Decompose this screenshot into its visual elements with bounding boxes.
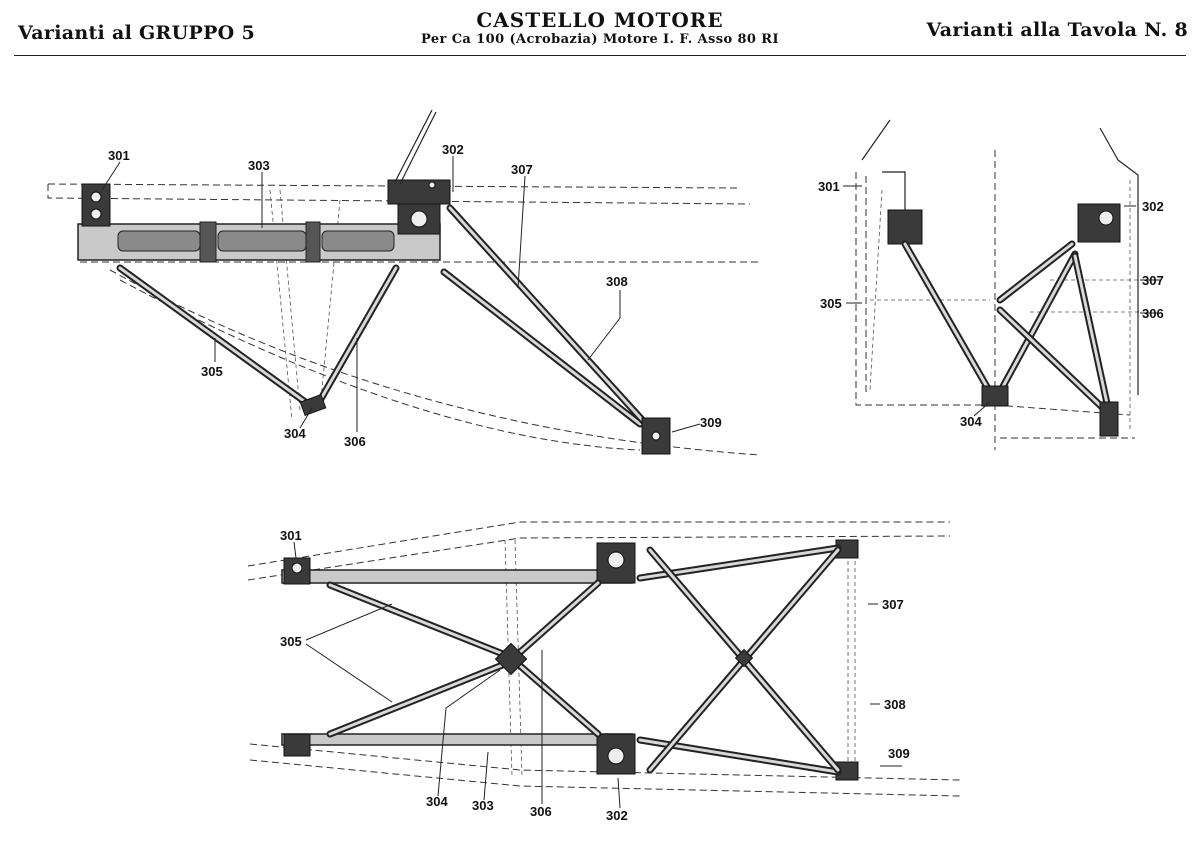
side-label-301: 301 [108, 148, 130, 163]
front-label-306: 306 [1142, 306, 1164, 321]
top-label-303: 303 [472, 798, 494, 813]
front-joint-304 [981, 385, 1009, 407]
top-label-308: 308 [884, 697, 906, 712]
front-fitting-302 [1077, 203, 1121, 243]
side-label-302: 302 [442, 142, 464, 157]
front-label-307: 307 [1142, 273, 1164, 288]
side-label-304: 304 [284, 426, 306, 441]
top-view: 301 305 304 303 306 302 307 308 309 [247, 521, 961, 823]
page-header: Varianti al GRUPPO 5 CASTELLO MOTORE Per… [0, 0, 1200, 60]
side-fitting-302 [387, 179, 451, 205]
side-label-305: 305 [201, 364, 223, 379]
side-label-303: 303 [248, 158, 270, 173]
header-title-block: CASTELLO MOTORE Per Ca 100 (Acrobazia) M… [0, 9, 1200, 49]
table-variant-label: Varianti alla Tavola N. 8 [926, 19, 1188, 41]
header-rule [14, 55, 1186, 56]
top-rail-upper [281, 569, 633, 584]
top-joint-304 [494, 642, 528, 676]
top-label-305: 305 [280, 634, 302, 649]
page-subtitle: Per Ca 100 (Acrobazia) Motore I. F. Asso… [421, 32, 779, 47]
top-label-309: 309 [888, 746, 910, 761]
top-label-306: 306 [530, 804, 552, 819]
front-label-301: 301 [818, 179, 840, 194]
group-variant-label: Varianti al GRUPPO 5 [18, 22, 255, 44]
front-label-305: 305 [820, 296, 842, 311]
top-fitting-302 [596, 733, 636, 775]
front-fitting-301 [887, 209, 923, 245]
top-label-304: 304 [426, 794, 448, 809]
top-label-301: 301 [280, 528, 302, 543]
front-label-304: 304 [960, 414, 982, 429]
page-title: CASTELLO MOTORE [476, 8, 724, 32]
top-label-302: 302 [606, 808, 628, 823]
side-fitting-301 [81, 183, 111, 227]
front-label-302: 302 [1142, 199, 1164, 214]
side-label-309: 309 [700, 415, 722, 430]
top-label-307: 307 [882, 597, 904, 612]
side-view: 301 303 302 307 308 305 304 306 309 [47, 109, 761, 456]
front-view: 301 302 307 306 305 304 [818, 119, 1164, 450]
side-label-307: 307 [511, 162, 533, 177]
side-label-306: 306 [344, 434, 366, 449]
side-label-308: 308 [606, 274, 628, 289]
